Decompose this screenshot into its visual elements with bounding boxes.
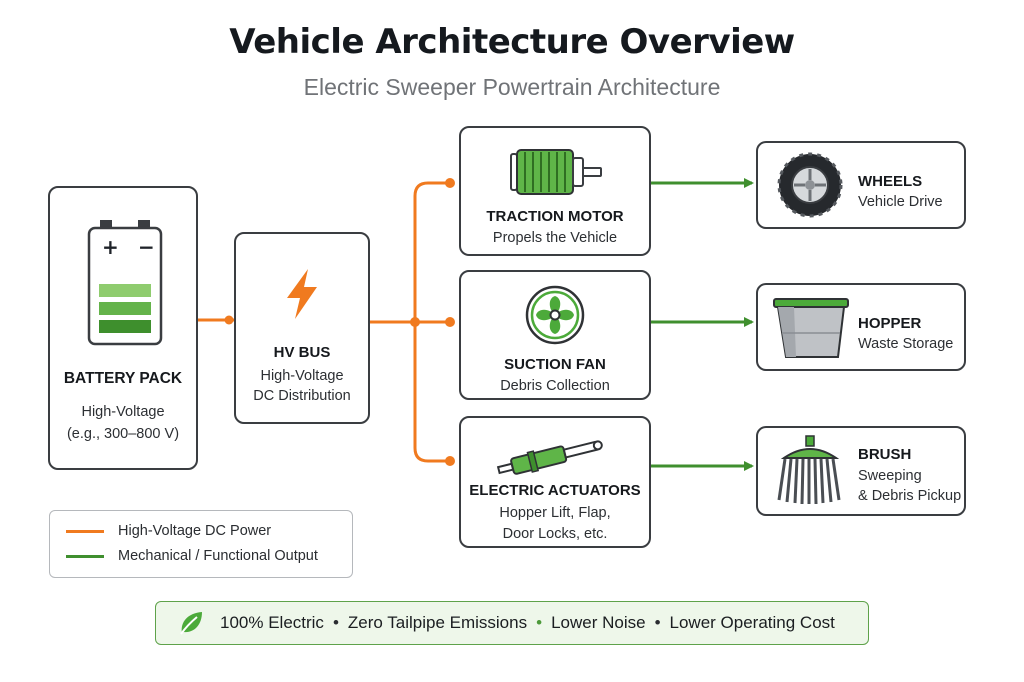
- hopper-title: HOPPER: [858, 315, 922, 332]
- actuator-icon: [496, 440, 603, 475]
- brush-line2: & Debris Pickup: [858, 488, 962, 504]
- legend-item-hv: High-Voltage DC Power: [66, 523, 271, 539]
- junction-dot: [224, 315, 234, 325]
- legend-item-mechanical: Mechanical / Functional Output: [66, 548, 318, 564]
- hv-junction-dots: [224, 178, 455, 466]
- legend: High-Voltage DC Power Mechanical / Funct…: [49, 510, 353, 578]
- separator-dot: •: [332, 613, 339, 632]
- separator-dot: •: [536, 613, 543, 632]
- hopper-line1: Waste Storage: [858, 336, 954, 352]
- brush-title: BRUSH: [858, 446, 912, 463]
- junction-dot: [445, 178, 455, 188]
- battery-line1: High-Voltage: [81, 404, 165, 420]
- svg-text:−: −: [138, 235, 155, 259]
- suction-fan-title: SUCTION FAN: [504, 356, 606, 373]
- lightning-icon: [287, 269, 317, 319]
- traction-motor-title: TRACTION MOTOR: [486, 208, 624, 225]
- motor-icon: [510, 149, 602, 195]
- wheels-box: WHEELS Vehicle Drive: [756, 141, 966, 229]
- page-subtitle: Electric Sweeper Powertrain Architecture: [303, 74, 721, 100]
- junction-dot: [410, 317, 420, 327]
- benefits-banner: 100% Electric • Zero Tailpipe Emissions …: [155, 601, 869, 645]
- mechanical-output-lines: [650, 178, 754, 471]
- separator-dot: •: [654, 613, 661, 632]
- page-title: Vehicle Architecture Overview: [229, 22, 795, 62]
- battery-line2: (e.g., 300–800 V): [66, 426, 180, 442]
- legend-swatch-mechanical: [66, 554, 104, 558]
- hv-bus-line1: High-Voltage: [260, 368, 344, 384]
- wheels-title: WHEELS: [858, 173, 923, 190]
- benefit-zero-emissions: Zero Tailpipe Emissions: [347, 613, 528, 632]
- wheel-icon: [777, 152, 843, 218]
- legend-label-mechanical: Mechanical / Functional Output: [118, 548, 318, 564]
- svg-text:+: +: [102, 235, 119, 259]
- benefit-electric: 100% Electric: [220, 613, 324, 632]
- actuators-title: ELECTRIC ACTUATORS: [469, 482, 641, 499]
- hopper-icon: [773, 298, 849, 358]
- brush-box: BRUSH Sweeping & Debris Pickup: [756, 426, 966, 516]
- legend-label-hv: High-Voltage DC Power: [118, 523, 272, 539]
- hv-power-lines: [197, 181, 450, 463]
- actuators-line1: Hopper Lift, Flap,: [499, 505, 611, 521]
- wheels-line1: Vehicle Drive: [858, 194, 943, 210]
- battery-pack-box: + − BATTERY PACK High-Voltage (e.g., 300…: [48, 186, 198, 470]
- bus-to-actuators-line: [413, 322, 450, 463]
- hopper-box: HOPPER Waste Storage: [756, 283, 966, 371]
- fan-icon: [525, 285, 585, 345]
- junction-dot: [445, 317, 455, 327]
- suction-fan-box: SUCTION FAN Debris Collection: [459, 270, 651, 400]
- leaf-icon: [180, 612, 202, 635]
- brush-line1: Sweeping: [858, 468, 922, 484]
- traction-motor-box: TRACTION MOTOR Propels the Vehicle: [459, 126, 651, 256]
- electric-actuators-box: ELECTRIC ACTUATORS Hopper Lift, Flap, Do…: [459, 416, 651, 548]
- hv-bus-box: HV BUS High-Voltage DC Distribution: [234, 232, 370, 424]
- battery-icon: + −: [87, 220, 163, 346]
- brush-icon: [777, 435, 841, 505]
- hv-bus-title: HV BUS: [273, 344, 331, 361]
- bus-to-traction-motor-line: [413, 181, 450, 322]
- actuators-line2: Door Locks, etc.: [502, 526, 608, 542]
- battery-title: BATTERY PACK: [63, 370, 183, 387]
- traction-motor-line1: Propels the Vehicle: [492, 230, 618, 246]
- junction-dot: [445, 456, 455, 466]
- benefit-lower-cost: Lower Operating Cost: [669, 613, 835, 632]
- legend-swatch-hv: [66, 529, 104, 533]
- benefit-lower-noise: Lower Noise: [551, 613, 646, 632]
- hv-bus-line2: DC Distribution: [253, 388, 351, 404]
- suction-fan-line1: Debris Collection: [500, 378, 610, 394]
